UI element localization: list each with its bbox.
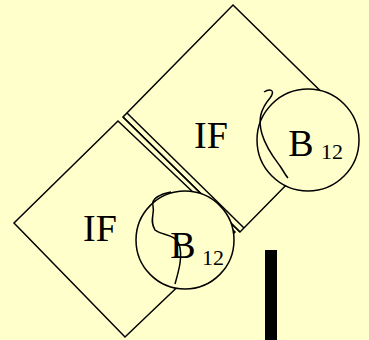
node-label: B: [170, 226, 195, 264]
ligand-circle: B 12: [256, 88, 360, 192]
circle-outline: [136, 191, 234, 289]
subscript-label: 12: [202, 247, 224, 269]
node-label: B: [288, 124, 313, 162]
square-outline: [14, 121, 235, 337]
subscript-label: 12: [321, 141, 343, 163]
node-label: IF: [194, 116, 228, 154]
binding-pocket-line: [260, 90, 288, 178]
node-label: IF: [83, 209, 117, 247]
ligand-circle: B 12: [135, 190, 235, 290]
circle-outline: [257, 89, 359, 191]
thick-bar: [265, 250, 277, 340]
